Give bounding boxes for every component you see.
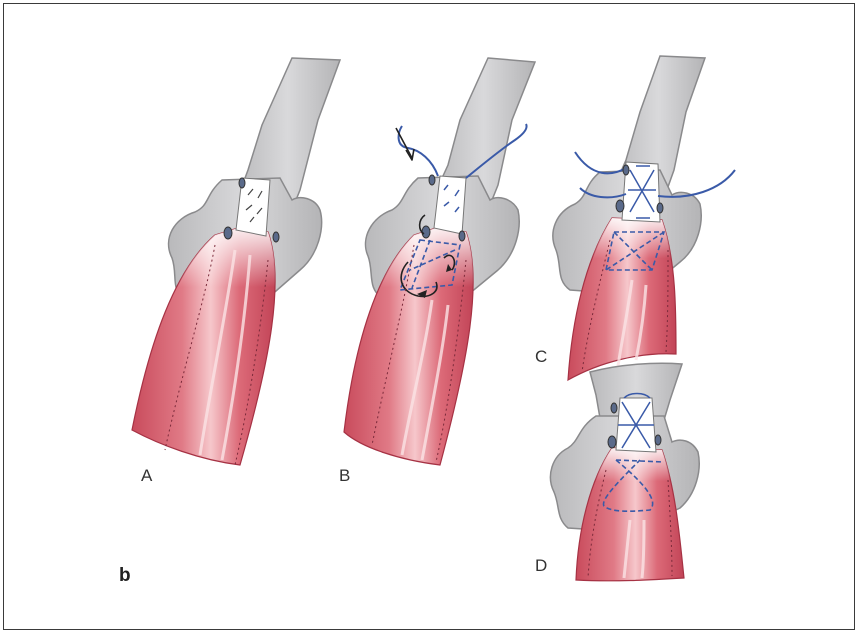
panel-label-b: B <box>339 466 350 486</box>
panel-b-illustration <box>344 58 535 465</box>
panel-a-illustration <box>132 58 340 465</box>
panel-c-illustration <box>553 56 735 380</box>
panel-label-a: A <box>141 466 152 486</box>
panel-d-illustration <box>550 363 699 581</box>
panel-label-d: D <box>535 556 547 576</box>
figure-label: b <box>119 565 131 587</box>
panel-label-c: C <box>535 347 547 367</box>
